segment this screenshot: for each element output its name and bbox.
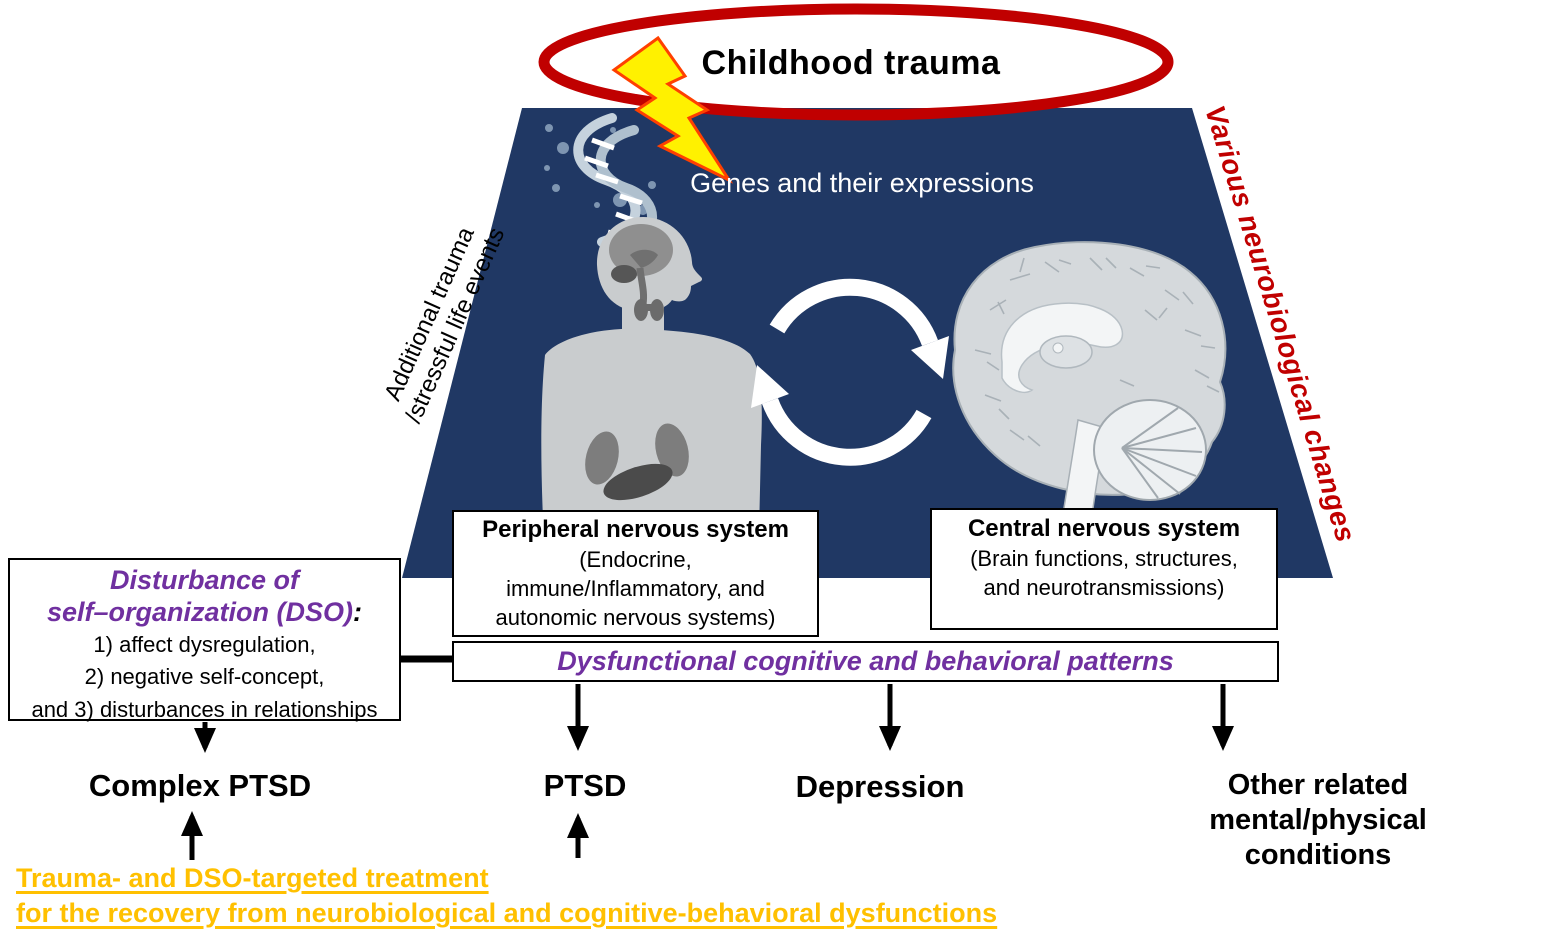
dysfunctional-patterns-box: Dysfunctional cognitive and behavioral p…: [452, 641, 1279, 682]
lightning-bolt-icon: [611, 35, 734, 184]
treatment-line1: Trauma- and DSO-targeted treatment: [16, 863, 489, 893]
outcome-complex-ptsd: Complex PTSD: [88, 768, 312, 803]
peripheral-nervous-system-box: Peripheral nervous system (Endocrine, im…: [452, 510, 819, 637]
dso-title-line2: self–organization (DSO):: [46, 596, 363, 627]
outcome-depression: Depression: [795, 769, 965, 804]
dso-title-colon: :: [353, 596, 363, 627]
dso-item-1: 1) affect dysregulation,: [93, 631, 316, 657]
outcome-ptsd: PTSD: [543, 768, 627, 803]
dso-title-line1: Disturbance of: [109, 565, 300, 595]
peripheral-box-body: (Endocrine, immune/Inflammatory, and aut…: [495, 547, 776, 631]
genes-label: Genes and their expressions: [690, 168, 1034, 198]
dso-box: Disturbance of self–organization (DSO): …: [8, 558, 401, 722]
peripheral-box-title: Peripheral nervous system: [482, 516, 789, 543]
cycle-arrows-icon: [751, 278, 949, 466]
patterns-label: Dysfunctional cognitive and behavioral p…: [557, 646, 1174, 676]
treatment-text: Trauma- and DSO-targeted treatment for t…: [16, 861, 997, 931]
central-nervous-system-box: Central nervous system (Brain functions,…: [930, 508, 1278, 630]
treatment-line2: for the recovery from neurobiological an…: [16, 898, 998, 929]
outcome-other-conditions: Other related mental/physical conditions: [1209, 769, 1427, 871]
childhood-trauma-ellipse: [538, 3, 1174, 121]
flow-arrows: [180, 684, 1235, 860]
dso-item-2: 2) negative self-concept,: [84, 664, 325, 690]
dso-item-3: and 3) disturbances in relationships: [31, 696, 378, 722]
central-box-body: (Brain functions, structures, and neurot…: [970, 546, 1238, 601]
central-box-title: Central nervous system: [967, 515, 1241, 542]
childhood-trauma-title: Childhood trauma: [701, 44, 1001, 82]
